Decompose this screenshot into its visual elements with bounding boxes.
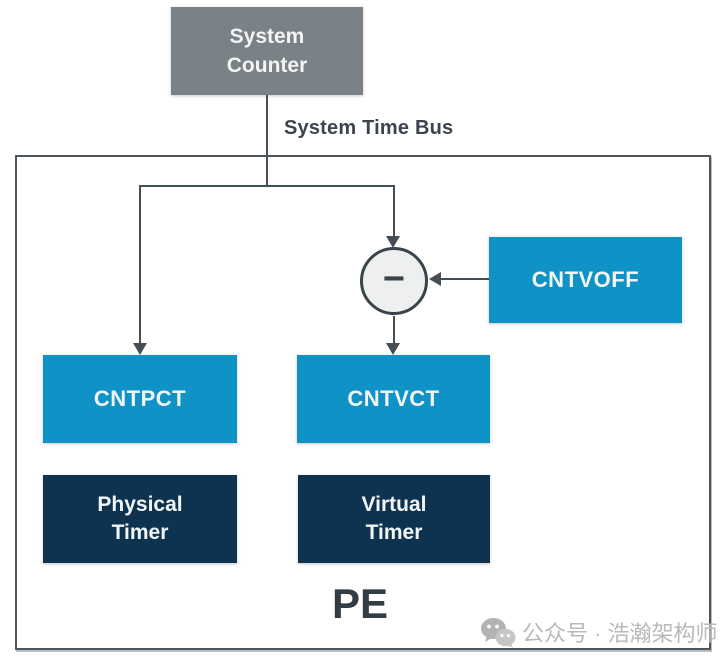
watermark: 公众号 · 浩瀚架构师 bbox=[480, 616, 718, 648]
subtract-node: − bbox=[360, 247, 428, 315]
cntvct-box: CNTVCT bbox=[297, 355, 490, 443]
connector-to-subtract-node bbox=[393, 185, 395, 236]
cntvoff-label: CNTVOFF bbox=[531, 267, 640, 292]
arrowhead-cntpct bbox=[133, 343, 147, 355]
physical-timer-label-line1: Physical bbox=[97, 493, 183, 516]
connector-to-cntpct bbox=[139, 185, 141, 343]
virtual-timer-box: Virtual Timer bbox=[298, 475, 490, 563]
system-counter-box: System Counter bbox=[171, 7, 363, 95]
cntvoff-box: CNTVOFF bbox=[489, 237, 682, 323]
cntpct-box: CNTPCT bbox=[43, 355, 237, 443]
connector-cntvoff-to-subtract bbox=[441, 278, 489, 280]
pe-box bbox=[15, 155, 711, 650]
minus-icon: − bbox=[382, 258, 406, 300]
pe-label: PE bbox=[331, 580, 389, 627]
connector-branch-horizontal bbox=[139, 185, 395, 187]
arrowhead-cntvct bbox=[386, 343, 400, 355]
physical-timer-label-line2: Timer bbox=[111, 521, 169, 544]
system-time-bus-label: System Time Bus bbox=[284, 117, 454, 139]
physical-timer-box: Physical Timer bbox=[43, 475, 237, 563]
virtual-timer-label-line1: Virtual bbox=[361, 493, 427, 516]
watermark-text: 公众号 · 浩瀚架构师 bbox=[522, 621, 718, 646]
system-counter-label-line2: Counter bbox=[226, 54, 308, 77]
connector-subtract-to-cntvct bbox=[393, 316, 395, 344]
wechat-icon bbox=[481, 617, 516, 647]
cntpct-label: CNTPCT bbox=[93, 386, 187, 411]
system-counter-label-line1: System bbox=[229, 25, 305, 48]
cntvct-label: CNTVCT bbox=[347, 386, 440, 411]
arrowhead-into-subtract bbox=[429, 272, 441, 286]
connector-system-counter-bus bbox=[266, 95, 268, 187]
arrowhead-subtract-node bbox=[386, 236, 400, 248]
virtual-timer-label-line2: Timer bbox=[365, 521, 423, 544]
